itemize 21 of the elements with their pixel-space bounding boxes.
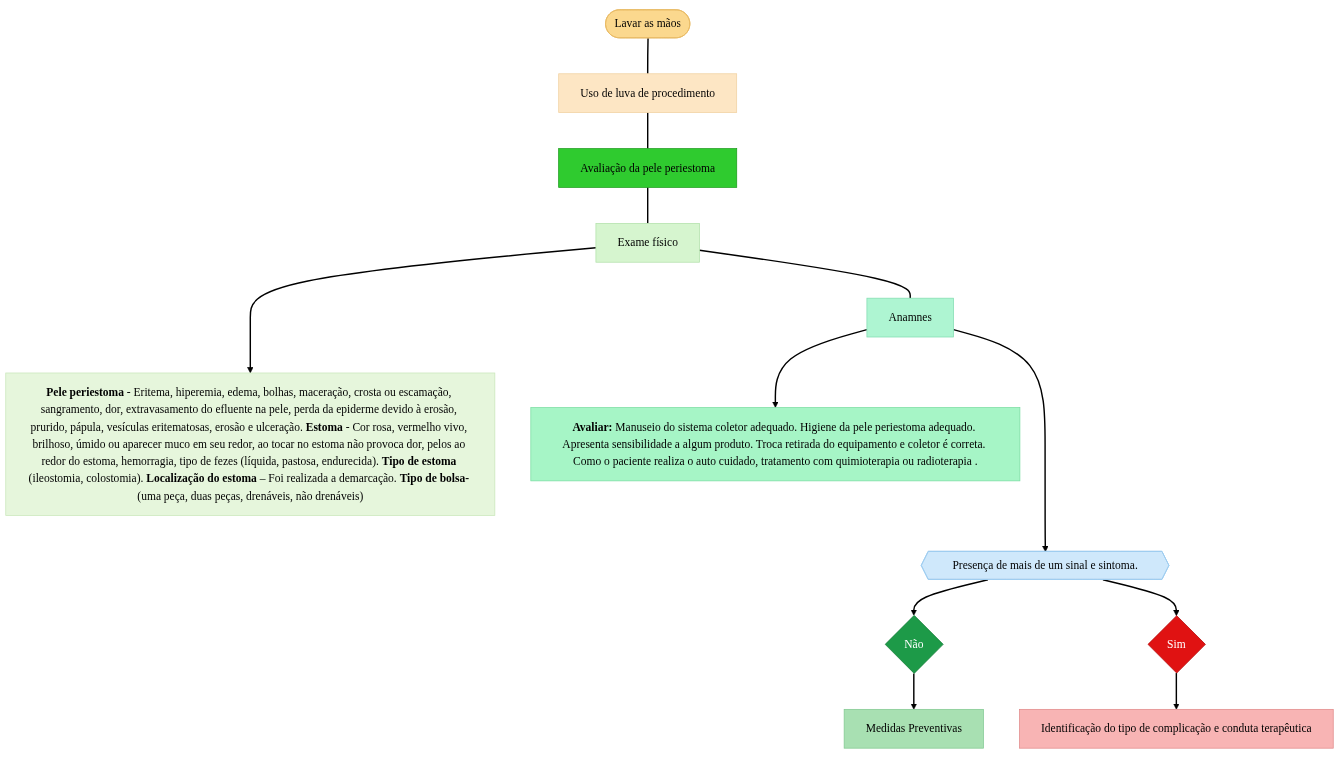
node-box: Avaliar: Manuseio do sistema coletor adequado. Higiene da pele periestoma adequado. Apresenta sensibilidade a algum produto. Troca retirada do equipamento e coletor é correta. Como o paciente realiza o auto cuidado, tratamento com quimioterapia ou radioterapia . — [530, 407, 1021, 482]
connector — [646, 37, 649, 75]
arrow — [1102, 579, 1180, 616]
arrow — [910, 579, 989, 616]
connector — [646, 111, 649, 150]
node-box: Identificação do tipo de complicação e conduta terapêutica — [1019, 709, 1334, 749]
node-box: Medidas Preventivas — [843, 709, 984, 749]
connector — [698, 249, 911, 299]
node-box: Pele periestoma - Eritema, hiperemia, edema, bolhas, maceração, crosta ou escamação, sangramento, dor, extravasamento do efluente na pele, perda da epiderme devido à erosão, prurido, pápula, vesículas eritematosas, erosão e ulceração. Estoma - Cor rosa, vermelho vivo, brilhoso, úmido ou aparecer muco em seu redor, ao tocar no estoma não provoca dor, pelos ao redor do estoma, hemorragia, tipo de fezes (líquida, pastosa, endurecida). Tipo de estoma (ileostomia, colostomia). Localização do estoma – Foi realizada a demarcação. Tipo de bolsa- (uma peça, duas peças, drenáveis, não drenáveis) — [5, 372, 496, 516]
connector — [646, 186, 649, 225]
arrow — [1173, 672, 1180, 710]
arrow — [772, 328, 868, 408]
node-box: Exame físico — [595, 223, 700, 263]
arrow — [910, 672, 917, 710]
arrow — [247, 247, 597, 374]
node-box: Avaliação da pele periestoma — [558, 148, 738, 188]
arrow — [952, 328, 1049, 553]
node-box: Anamnes — [866, 297, 954, 338]
node-diamond: Sim — [1147, 615, 1206, 674]
node-box: Uso de luva de procedimento — [558, 73, 738, 113]
node-diamond: Não — [884, 615, 944, 674]
